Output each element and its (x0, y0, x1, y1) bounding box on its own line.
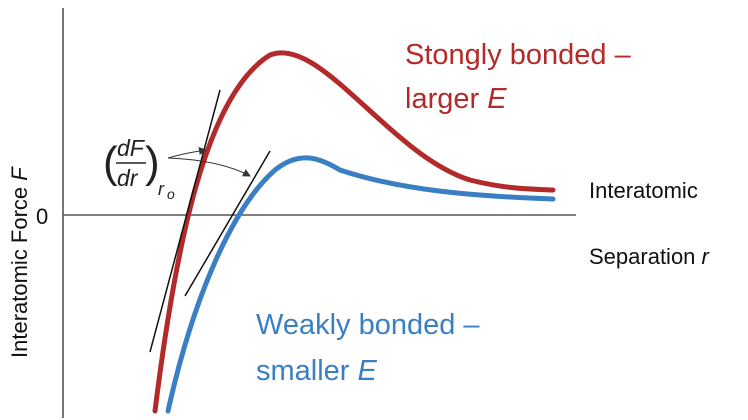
weak-bond-label-line2: smaller E (256, 355, 378, 387)
zero-label: 0 (36, 204, 48, 229)
weak-tangent-line (184, 150, 271, 297)
paren-right: ) (145, 138, 160, 187)
slope-arrow-weak (167, 157, 251, 177)
strong-bond-label-line1: Stongly bonded – (405, 39, 632, 71)
derivative-subscript-o: o (167, 186, 175, 202)
x-axis-label-line2: Separation r (589, 244, 711, 269)
derivative-numerator: dF (117, 135, 146, 161)
slope-arrow-strong (167, 147, 207, 159)
x-axis-label-line1: Interatomic (589, 178, 698, 203)
y-axis-label: Interatomic Force F (7, 166, 32, 358)
paren-left: ( (103, 138, 118, 187)
strong-bond-label-line2: larger E (405, 83, 507, 115)
derivative-subscript-r: r (158, 179, 165, 199)
weak-bond-curve (165, 155, 556, 414)
strong-bond-curve (152, 50, 556, 414)
weak-bond-label-line1: Weakly bonded – (256, 309, 480, 341)
derivative-denominator: dr (117, 165, 139, 191)
strong-tangent-line (149, 89, 221, 353)
